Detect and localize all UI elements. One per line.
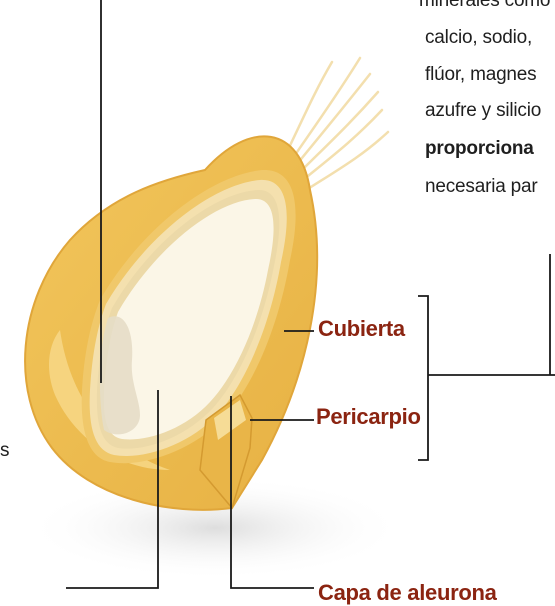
description-line-1: minerales como <box>419 0 550 16</box>
label-cubierta: Cubierta <box>318 316 405 342</box>
label-pericarpio: Pericarpio <box>316 404 421 430</box>
description-line-3: flúor, magnes <box>425 60 536 90</box>
description-line-5: proporciona <box>425 134 534 164</box>
bracket <box>418 296 428 460</box>
description-line-2: calcio, sodio, <box>425 23 532 53</box>
description-line-4: azufre y silicio <box>425 96 541 126</box>
description-line-6: necesaria par <box>425 172 538 202</box>
left-cut-text: s <box>0 440 10 462</box>
label-aleurona: Capa de aleurona <box>318 580 497 606</box>
